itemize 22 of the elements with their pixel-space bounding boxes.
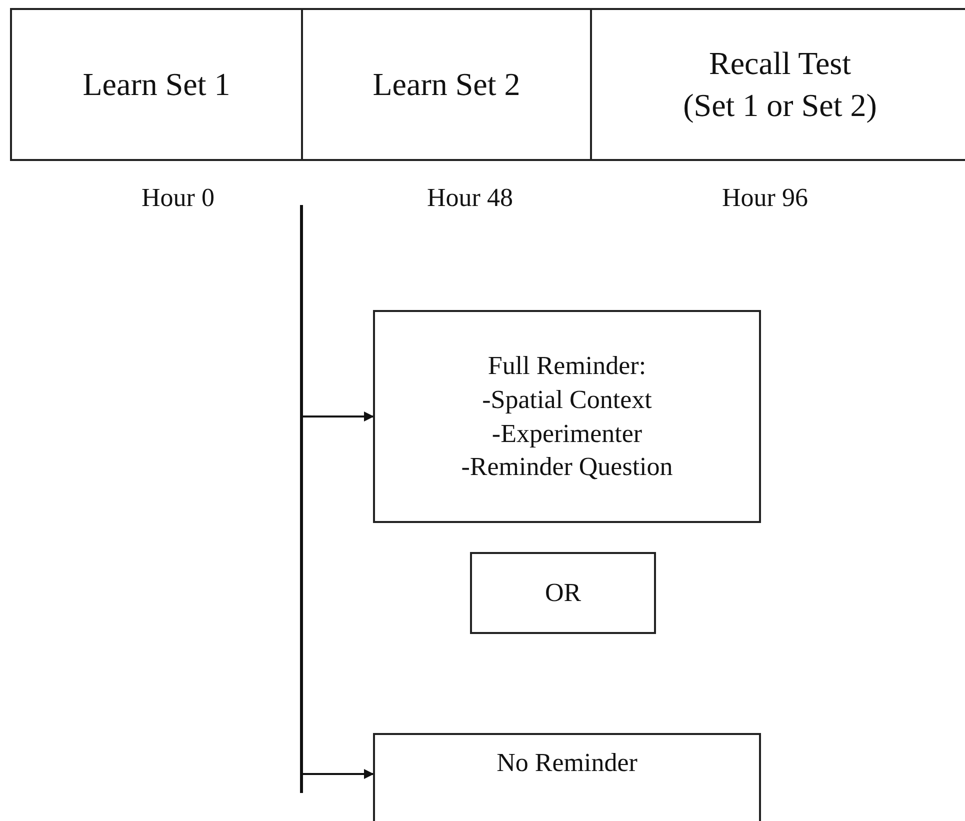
stage-box <box>10 8 303 161</box>
arrow <box>303 769 374 779</box>
timeline-bar <box>300 205 303 793</box>
time-label: Hour 96 <box>722 183 808 213</box>
box-text: Learn Set 2 <box>372 64 520 104</box>
box-text: Recall Test <box>708 44 851 83</box>
box-text: Full Reminder: <box>488 350 646 382</box>
or-box <box>470 552 656 634</box>
time-label: Hour 0 <box>142 183 214 213</box>
box-text: -Experimenter <box>492 418 642 450</box>
box-text: (Set 1 or Set 2) <box>683 86 877 125</box>
box-text: -Reminder Question <box>461 451 673 484</box>
time-label: Hour 48 <box>427 183 513 213</box>
box-text: No Reminder <box>496 747 638 780</box>
box-text: OR <box>544 577 582 610</box>
condition-box <box>373 310 761 523</box>
box-text: Learn Set 1 <box>82 64 230 104</box>
arrow <box>303 412 374 422</box>
stage-box <box>301 8 592 161</box>
box-text: -Spatial Context <box>482 384 652 416</box>
stage-box <box>590 8 965 161</box>
condition-box <box>373 733 761 821</box>
